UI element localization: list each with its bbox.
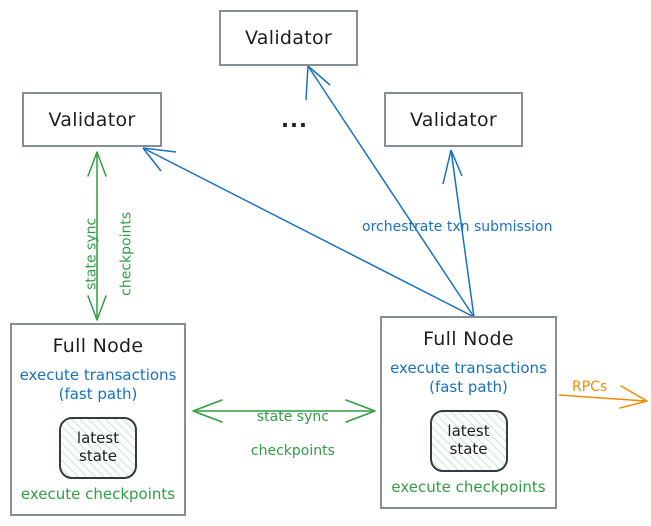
latest-state-left-line1: latest: [76, 428, 120, 447]
fullnode-right-blue-line1: execute transactions: [390, 359, 547, 377]
validator-right-label: Validator: [409, 108, 497, 131]
validator-left-label: Validator: [48, 108, 136, 131]
validator-box-left[interactable]: Validator: [22, 92, 162, 147]
edge-label-validator-left-state-sync: state sync checkpoints: [65, 209, 153, 317]
latest-state-left-line2: state: [79, 446, 117, 465]
fullnode-left-blue-line2: (fast path): [58, 384, 138, 403]
latest-state-box-left[interactable]: latest state: [59, 416, 137, 479]
validator-box-right[interactable]: Validator: [384, 92, 523, 147]
fullnode-left-title: Full Node: [52, 335, 144, 357]
edge-label-rpcs: RPCs: [572, 379, 608, 395]
fullnode-right-green-label: execute checkpoints: [391, 478, 546, 496]
fullnode-left-blue-line1: execute transactions: [19, 366, 177, 384]
edge-label-fullnode-sync-line1: state sync: [256, 409, 329, 426]
fullnode-box-left[interactable]: Full Node execute transactions (fast pat…: [10, 323, 186, 516]
fullnode-box-right[interactable]: Full Node execute transactions (fast pat…: [380, 316, 557, 509]
latest-state-box-right[interactable]: latest state: [429, 409, 508, 472]
latest-state-right-line2: state: [449, 439, 488, 458]
fullnode-right-title: Full Node: [423, 328, 514, 350]
fullnode-right-blue-text: execute transactions (fast path): [390, 359, 547, 397]
edge-label-validator-left-line2: checkpoints: [117, 211, 134, 296]
validators-ellipsis: ...: [281, 108, 308, 132]
fullnode-left-blue-text: execute transactions (fast path): [20, 366, 177, 404]
fullnode-right-blue-line2: (fast path): [429, 377, 508, 396]
edge-label-fullnode-state-sync: state sync checkpoints: [221, 392, 347, 477]
validator-box-top[interactable]: Validator: [219, 10, 358, 66]
validator-top-label: Validator: [244, 27, 332, 49]
latest-state-right-line1: latest: [447, 421, 490, 440]
fullnode-left-green-label: execute checkpoints: [20, 485, 176, 503]
edge-label-orchestrate: orchestrate txn submission: [362, 219, 553, 235]
edge-label-validator-left-line1: state sync: [82, 217, 99, 290]
edge-label-fullnode-sync-line2: checkpoints: [250, 443, 335, 460]
